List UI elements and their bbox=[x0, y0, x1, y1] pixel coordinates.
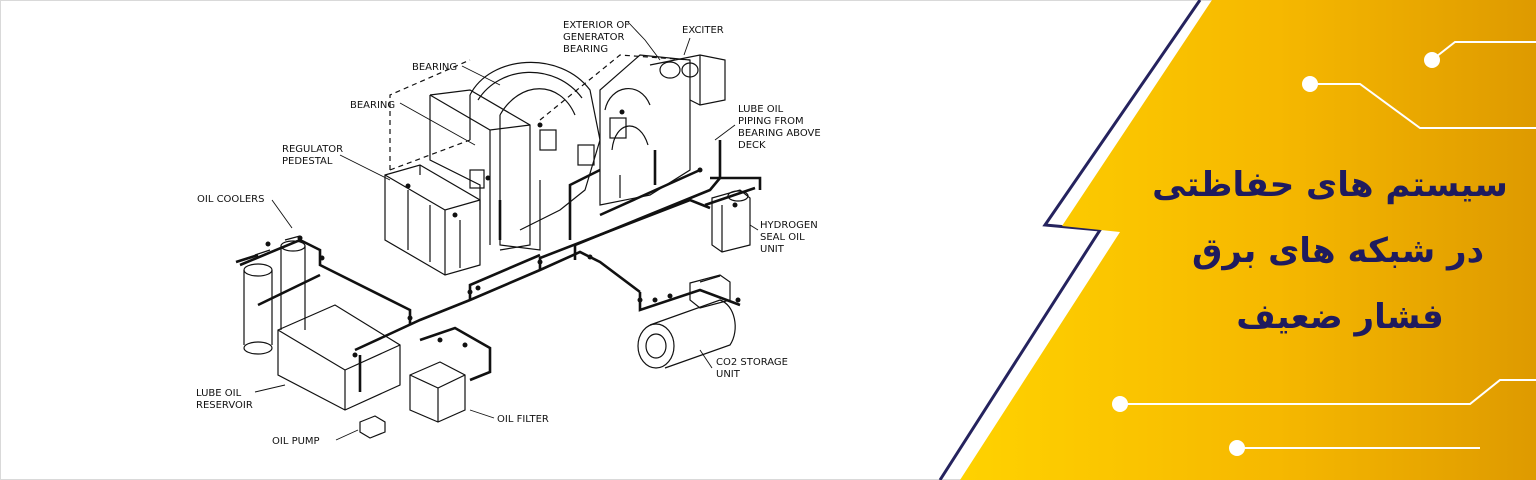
label-piping-from: PIPING FROM bbox=[738, 116, 804, 127]
bearing-blocks bbox=[469, 117, 627, 189]
oil-pump-box bbox=[359, 415, 386, 439]
circuit-node-3 bbox=[1112, 396, 1128, 412]
regulator-pedestal bbox=[384, 164, 481, 276]
circuit-node-4 bbox=[1229, 440, 1245, 456]
title-line-3: فشار ضعیف bbox=[1236, 297, 1443, 337]
oil-filter-box bbox=[409, 361, 466, 423]
lube-oil-system-diagram: EXTERIOR OF GENERATOR BEARING EXCITER BE… bbox=[196, 20, 821, 447]
label-exterior-of: EXTERIOR OF bbox=[563, 20, 630, 31]
title-line-2: در شبکه های برق bbox=[1192, 231, 1484, 271]
circuit-node-2 bbox=[1302, 76, 1318, 92]
diagram-labels: EXTERIOR OF GENERATOR BEARING EXCITER BE… bbox=[196, 20, 821, 447]
label-regulator: REGULATOR bbox=[282, 144, 343, 155]
gold-panel bbox=[960, 0, 1536, 480]
title-text: سیستم های حفاظتی در شبکه های برق فشار ضع… bbox=[1152, 165, 1508, 337]
label-pedestal: PEDESTAL bbox=[282, 156, 333, 167]
lube-oil-reservoir-box bbox=[277, 304, 401, 411]
exciter-housing bbox=[599, 54, 726, 206]
title-panel: سیستم های حفاظتی در شبکه های برق فشار ضع… bbox=[938, 0, 1536, 480]
label-lube-oil: LUBE OIL bbox=[738, 104, 784, 115]
oil-piping bbox=[235, 140, 762, 392]
label-lube-oil-reservoir-1: LUBE OIL bbox=[196, 388, 242, 399]
leader-lines bbox=[254, 21, 759, 441]
label-co2-storage: CO2 STORAGE bbox=[716, 357, 788, 368]
label-bearing-top: BEARING bbox=[412, 62, 457, 73]
label-oil-coolers: OIL COOLERS bbox=[197, 194, 264, 205]
bearing-pedestal-left bbox=[429, 89, 531, 251]
oil-coolers bbox=[243, 235, 306, 355]
label-lube-oil-reservoir-2: RESERVOIR bbox=[196, 400, 253, 411]
label-generator: GENERATOR bbox=[563, 32, 624, 43]
pipe-fittings bbox=[265, 109, 741, 358]
generator-casing bbox=[469, 61, 601, 251]
zigzag-border bbox=[938, 0, 1202, 480]
label-bearing-above: BEARING ABOVE bbox=[738, 128, 821, 139]
circuit-node-1 bbox=[1424, 52, 1440, 68]
label-deck: DECK bbox=[738, 140, 766, 151]
circuit-traces bbox=[1120, 41, 1536, 449]
label-bearing-mid: BEARING bbox=[350, 100, 395, 111]
label-bearing-exterior: BEARING bbox=[563, 44, 608, 55]
label-oil-pump: OIL PUMP bbox=[272, 436, 320, 447]
label-oil-filter: OIL FILTER bbox=[497, 414, 549, 425]
dashed-outline bbox=[389, 54, 691, 171]
label-unit-hydrogen: UNIT bbox=[760, 244, 785, 255]
label-exciter: EXCITER bbox=[682, 25, 724, 36]
label-hydrogen: HYDROGEN bbox=[760, 220, 818, 231]
label-unit-co2: UNIT bbox=[716, 369, 741, 380]
title-line-1: سیستم های حفاظتی bbox=[1152, 165, 1508, 205]
circuit-nodes bbox=[1112, 52, 1440, 456]
label-seal-oil: SEAL OIL bbox=[760, 232, 805, 243]
